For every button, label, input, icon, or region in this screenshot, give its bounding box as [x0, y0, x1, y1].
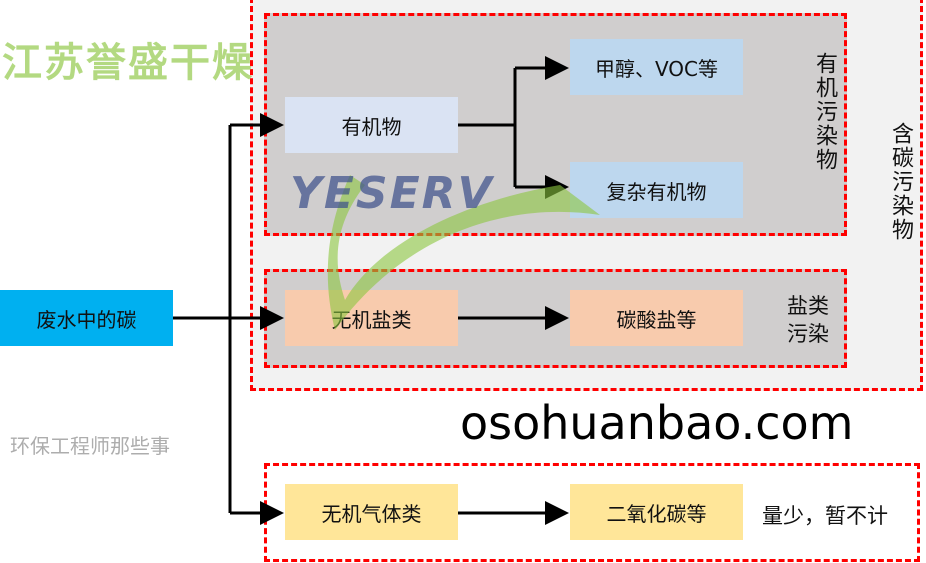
inorganic-salt-box: 无机盐类: [285, 290, 458, 346]
co2-box: 二氧化碳等: [570, 484, 743, 540]
methanol-voc-box: 甲醇、VOC等: [570, 39, 743, 95]
inorganic-gas-box: 无机气体类: [285, 484, 458, 540]
site-watermark: osohuanbao.com: [460, 396, 854, 450]
salt-label-line: 盐类: [787, 294, 829, 318]
organic-box: 有机物: [285, 97, 458, 153]
outer-group-label: 含碳污染物: [888, 122, 913, 242]
salt-group-label: 盐类 污染: [787, 292, 829, 348]
wechat-watermark: 环保工程师那些事: [10, 434, 170, 458]
logo-swoosh-icon: [327, 175, 600, 330]
company-watermark: 江苏誉盛干燥: [2, 40, 254, 86]
organic-branch: [458, 68, 517, 187]
gas-note: 量少，暂不计: [762, 504, 888, 528]
salt-label-line: 污染: [787, 322, 829, 346]
logo-watermark: YESERV: [290, 168, 494, 219]
carbonate-box: 碳酸盐等: [570, 290, 743, 346]
organic-group-label: 有机污染物: [812, 52, 837, 172]
complex-organic-box: 复杂有机物: [570, 162, 743, 218]
source-box: 废水中的碳: [0, 290, 173, 346]
